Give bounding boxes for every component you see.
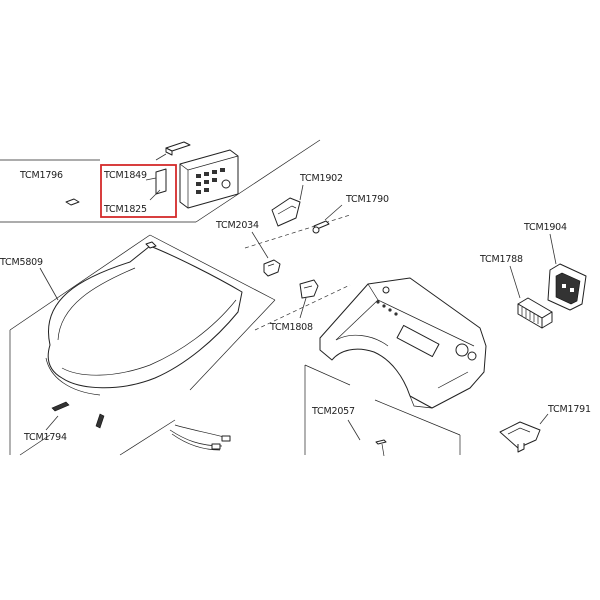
part-tcm1794-drawing: [45, 401, 105, 431]
part-tcm1808-drawing: [299, 279, 319, 319]
label-tcm5809: TCM5809: [0, 257, 43, 268]
label-tcm2057: TCM2057: [311, 406, 355, 417]
part-tcm2057-drawing: [347, 419, 387, 457]
part-tcm1788-drawing: [509, 265, 553, 329]
highlight-box: [100, 164, 177, 218]
label-tcm1904: TCM1904: [523, 222, 567, 233]
part-tcm5809-drawing: [39, 241, 243, 396]
label-tcm1788: TCM1788: [479, 254, 523, 265]
part-tcm1902-drawing: [271, 184, 304, 227]
part-tcm1904-drawing: [547, 233, 587, 311]
main-base-unit-drawing: [319, 277, 487, 409]
label-tcm1849: TCM1849: [103, 170, 147, 181]
label-tcm1796: TCM1796: [19, 170, 63, 181]
part-tcm1796-drawing: [65, 198, 80, 206]
control-board-drawing: [100, 141, 239, 218]
label-tcm1794: TCM1794: [23, 432, 67, 443]
section-boundaries: [0, 139, 461, 456]
label-tcm2034: TCM2034: [215, 220, 259, 231]
part-labels: TCM1796 TCM1849 TCM1825 TCM1902 TCM1790 …: [0, 170, 591, 443]
label-tcm1790: TCM1790: [345, 194, 389, 205]
label-tcm1808: TCM1808: [269, 322, 313, 333]
label-tcm1902: TCM1902: [299, 173, 343, 184]
part-tcm1790-drawing: [312, 204, 343, 234]
part-tcm1791-drawing: [499, 413, 549, 453]
label-tcm1791: TCM1791: [547, 404, 591, 415]
label-tcm1825: TCM1825: [103, 204, 147, 215]
wiring-harness-drawing: [169, 424, 231, 451]
part-tcm2034-drawing: [251, 231, 281, 277]
